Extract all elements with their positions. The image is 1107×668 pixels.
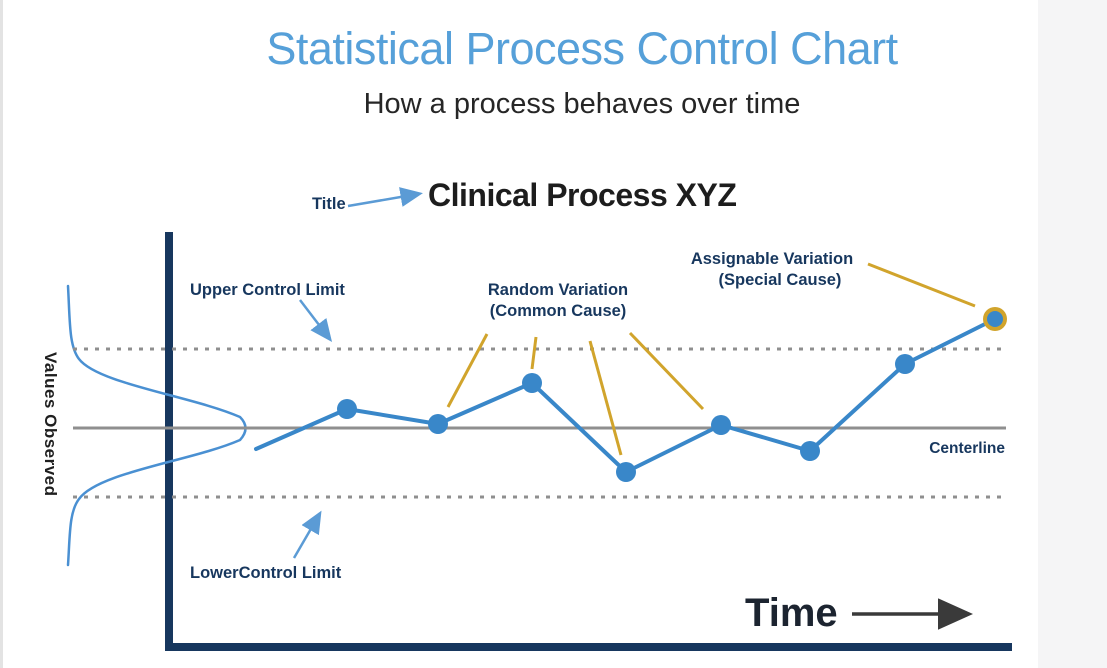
assignable-variation-label-line2: (Special Cause) — [719, 271, 842, 289]
random-variation-label-line1: Random Variation — [488, 281, 628, 299]
x-axis-label: Time — [745, 591, 838, 635]
random-variation-pointer-3 — [588, 340, 623, 456]
data-point-marker — [616, 462, 636, 482]
lower-control-limit-arrow — [292, 510, 322, 559]
x-axis — [165, 643, 1012, 651]
random-variation-pointer-4 — [628, 331, 705, 411]
upper-control-limit-arrow — [299, 299, 333, 342]
data-point-marker — [522, 373, 542, 393]
title-pointer-label: Title — [312, 195, 346, 213]
chart-title: Clinical Process XYZ — [428, 177, 736, 213]
lower-control-limit-label: LowerControl Limit — [190, 564, 342, 582]
page-right-margin — [1038, 0, 1107, 668]
data-point-marker — [895, 354, 915, 374]
assignable-variation-label-line1: Assignable Variation — [691, 250, 853, 268]
data-point-marker — [428, 414, 448, 434]
random-variation-pointer-2 — [530, 336, 538, 370]
data-point-marker — [800, 441, 820, 461]
upper-control-limit-label: Upper Control Limit — [190, 281, 345, 299]
page-left-edge — [0, 0, 3, 668]
data-point-marker — [337, 399, 357, 419]
random-variation-pointer-1 — [446, 333, 489, 408]
y-axis-label: Values Observed — [41, 352, 60, 497]
random-variation-label-line2: (Common Cause) — [490, 302, 627, 320]
y-axis — [165, 232, 173, 651]
special-cause-marker — [987, 311, 1003, 327]
page-subtitle: How a process behaves over time — [364, 88, 801, 120]
centerline-label: Centerline — [929, 440, 1005, 457]
page-title: Statistical Process Control Chart — [266, 23, 898, 74]
title-pointer-arrow — [347, 187, 423, 208]
assignable-variation-pointer — [867, 262, 976, 308]
series-layer — [73, 307, 1007, 499]
data-point-marker — [711, 415, 731, 435]
